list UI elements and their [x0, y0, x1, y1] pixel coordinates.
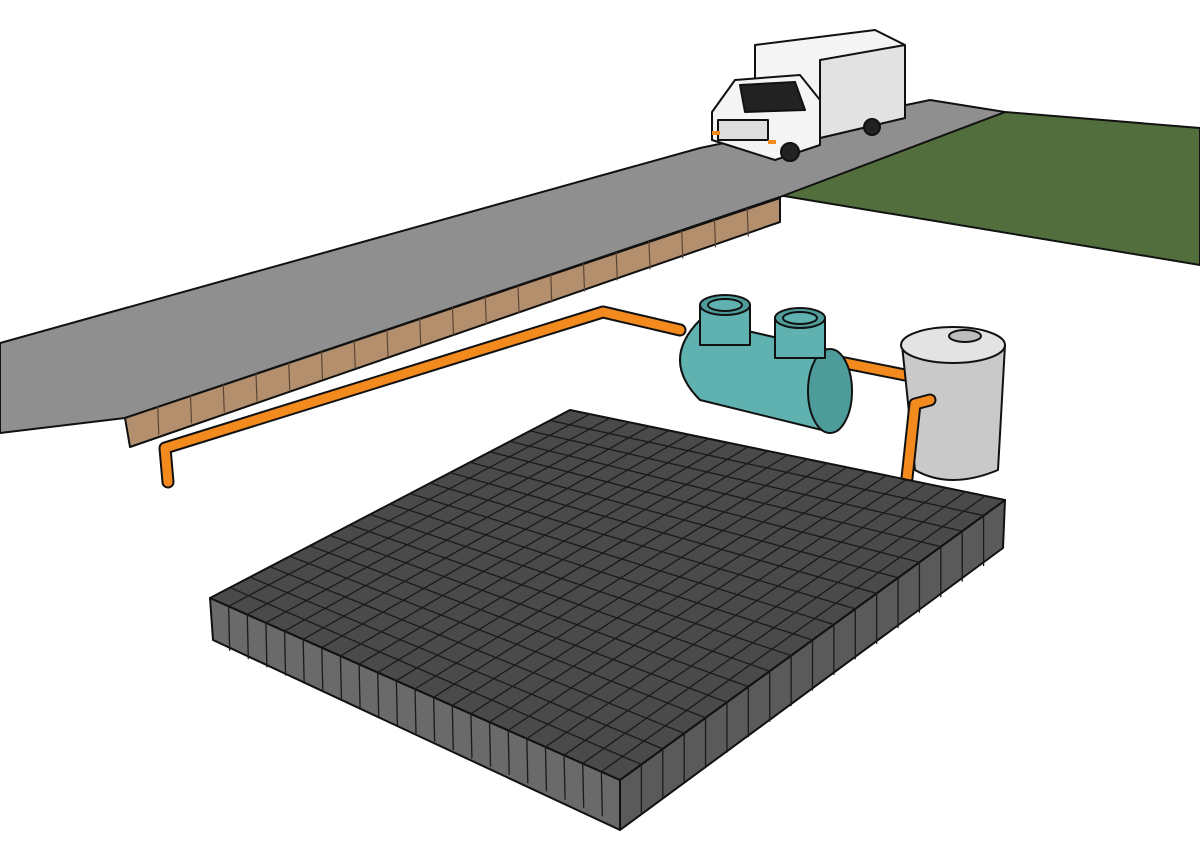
box-truck: [711, 29, 906, 162]
crate-front-seam: [246, 613, 249, 660]
crate-front-seam: [432, 696, 436, 742]
crate-front-seam: [470, 713, 473, 759]
crate-front-seam: [302, 638, 305, 685]
curb-joint: [582, 263, 586, 292]
crate-front-seam: [488, 721, 492, 767]
curb-joint: [648, 241, 651, 270]
crate-grid-line: [302, 429, 670, 641]
crate-front-seam: [321, 646, 324, 693]
crate-grid-line: [470, 466, 848, 715]
curb-joint: [550, 274, 553, 303]
crate-grid-line: [377, 446, 749, 674]
crate-grid-line: [395, 450, 769, 682]
curb-joint: [255, 373, 258, 402]
crate-grid-line: [544, 482, 927, 748]
crate-grid-line: [283, 425, 650, 632]
crate-grid-line: [451, 462, 828, 707]
crate-front-seam: [283, 630, 287, 676]
curb-joint: [288, 362, 291, 391]
crate-front-seam: [600, 771, 604, 817]
crate-front-seam: [582, 762, 585, 809]
separator-tank: [679, 294, 853, 434]
crate-front-seam: [339, 655, 343, 701]
crate-front-seam: [563, 754, 566, 800]
curb-joint: [222, 384, 225, 413]
crate-grid-line: [600, 495, 986, 773]
curb: [124, 197, 781, 448]
crate-grid-line: [488, 470, 868, 723]
crate-grid-line: [526, 478, 907, 740]
curb-joint: [157, 406, 160, 435]
curb-joint: [451, 307, 455, 336]
crate-front-seam: [358, 663, 361, 709]
crate-grid-line: [246, 417, 611, 616]
curb-joint: [615, 252, 618, 281]
crate-front-seam: [507, 729, 510, 776]
crate-front-seam: [451, 704, 454, 751]
crate-grid-line: [582, 491, 967, 765]
crate-grid-line: [563, 487, 947, 756]
crate-front-seam: [526, 737, 529, 784]
storage-cylinder: [900, 326, 1006, 481]
crate-grid-line: [265, 421, 630, 624]
crate-grid-line: [339, 437, 710, 657]
crate-grid-line: [507, 474, 888, 732]
curb-joint: [189, 395, 193, 424]
crate-front-seam: [395, 680, 399, 726]
curb-joint: [681, 230, 684, 259]
curb-joint: [419, 318, 422, 347]
crate-grid-line: [414, 454, 789, 690]
crate-front-seam: [377, 671, 380, 718]
curb-joint: [484, 296, 487, 325]
crate-grid-line: [227, 413, 591, 607]
curb-joint: [517, 285, 520, 314]
infiltration-crate-field: [209, 409, 1006, 831]
curb-joint: [386, 329, 389, 358]
crate-grid-line: [432, 458, 808, 698]
curb-joint: [353, 340, 356, 369]
curb-joint: [746, 208, 749, 237]
crate-grid-line: [321, 433, 690, 649]
crate-grid-line: [358, 442, 729, 665]
crate-front-seam: [544, 746, 548, 792]
crate-front-seam: [414, 688, 417, 734]
curb-joint: [320, 351, 324, 380]
crate-front-seam: [265, 622, 268, 668]
crate-front-seam: [227, 605, 231, 651]
road: [0, 99, 1006, 434]
curb-joint: [713, 219, 717, 248]
